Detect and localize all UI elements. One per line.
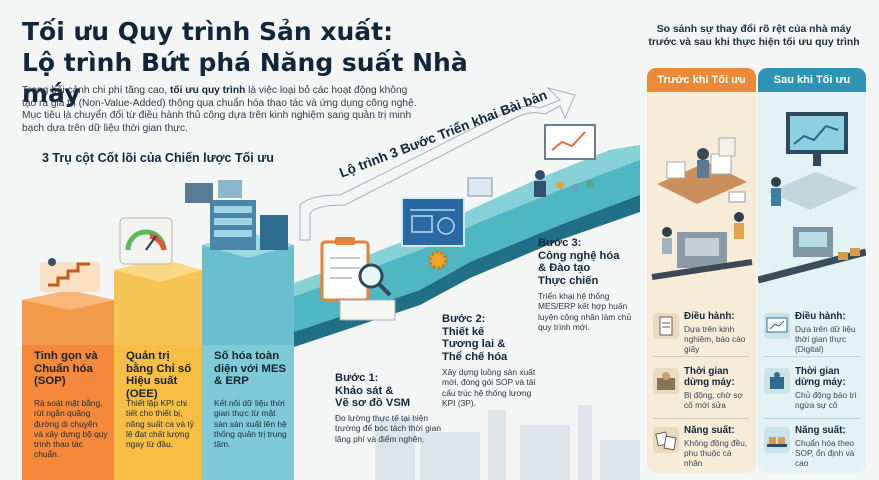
- pillar-title: Quản trị bằng Chỉ số Hiệu suất (OEE): [126, 350, 192, 400]
- training-presentation-icon: [467, 124, 596, 197]
- lean-stairs-icon: [40, 258, 100, 292]
- intro-highlight: tối ưu quy trình: [170, 85, 246, 96]
- title-line-2: Lộ trình Bứt phá Năng suất Nhà máy: [22, 48, 468, 108]
- step-3-title: Bước 3: Công nghệ hóa & Đào tạo Thực chi…: [538, 237, 638, 287]
- clipboard-paper-icon: [653, 313, 679, 339]
- conveyor-boxes-icon: [764, 427, 790, 453]
- comparison-heading: So sánh sự thay đổi rõ rệt của nhà máy t…: [648, 24, 860, 48]
- step-3-title-line: Bước 3:: [538, 237, 582, 249]
- pillar-desc: Rà soát mặt bằng, rút ngắn quãng đường d…: [34, 398, 108, 460]
- pillar-desc: Thiết lập KPI chi tiết cho thiết bị, năn…: [126, 398, 194, 450]
- comparison-value: Dựa trên dữ liệu thời gian thực (Digital…: [795, 324, 856, 355]
- row-divider: [653, 356, 749, 357]
- row-divider: [653, 418, 749, 419]
- pillar-desc: Kết nối dữ liệu thời gian thực từ mặt sà…: [214, 398, 287, 450]
- intro-text-1: Trong bối cảnh chi phí tăng cao,: [22, 85, 171, 96]
- comparison-label: Thời gian dừng máy:: [684, 366, 735, 388]
- monitor-chart-icon: [764, 313, 790, 339]
- mes-server-icon: [185, 180, 288, 250]
- step-1-title-line: Khảo sát &: [335, 384, 394, 397]
- comparison-value: Bị động, chờ sợ cố mới sửa: [684, 390, 743, 411]
- maintenance-robot-icon: [764, 368, 790, 394]
- step-2-title-line: Thiết kế: [442, 325, 485, 338]
- pillar-title: Tinh gọn và Chuẩn hóa (SOP): [34, 350, 98, 387]
- step-1-title-line: Vẽ sơ đồ VSM: [335, 397, 411, 410]
- step-2-title: Bước 2: Thiết kế Tương lai & Thể chế hóa: [442, 313, 542, 363]
- step-2-title-line: Tương lai &: [442, 338, 506, 351]
- pillar-oee: Quản trị bằng Chỉ số Hiệu suất (OEE) Thi…: [114, 345, 202, 480]
- step-2-title-line: Thể chế hóa: [442, 350, 508, 363]
- broken-machine-icon: [653, 368, 679, 394]
- roadmap-illustration: [22, 87, 640, 480]
- title-line-1: Tối ưu Quy trình Sản xuất:: [22, 17, 394, 46]
- step-1-title: Bước 1: Khảo sát & Vẽ sơ đồ VSM: [335, 372, 435, 410]
- comparison-value: Chủ động bảo trì ngừa sự cố: [795, 390, 857, 411]
- comparison-label: Điều hành:: [684, 311, 735, 322]
- after-column-header: Sau khi Tối ưu: [758, 68, 866, 92]
- pillar-title: Số hóa toàn diện với MES & ERP: [214, 350, 287, 387]
- step-3-title-line: Công nghệ hóa: [538, 249, 620, 262]
- pillars-heading: 3 Trụ cột Cốt lõi của Chiến lược Tối ưu: [42, 151, 274, 165]
- row-divider: [764, 356, 860, 357]
- comparison-label: Năng suất:: [684, 425, 735, 436]
- comparison-label: Điều hành:: [795, 311, 846, 322]
- step-3-desc: Triển khai hệ thống MES/ERP kết hợp huấn…: [538, 291, 632, 333]
- step-3-title-line: Thực chiến: [538, 274, 599, 287]
- pillar-mes-erp: Số hóa toàn diện với MES & ERP Kết nối d…: [202, 345, 294, 480]
- comparison-value: Dựa trên kinh nghiệm, báo cáo giấy: [684, 324, 746, 355]
- step-2-title-line: Bước 2:: [442, 313, 486, 325]
- step-1-title-line: Bước 1:: [335, 372, 379, 384]
- step-3-title-line: & Đào tạo: [538, 262, 591, 275]
- oee-gauge-icon: [119, 217, 173, 265]
- step-1-desc: Đo lường thực tế tại hiện trường để bóc …: [335, 413, 441, 444]
- after-column: Sau khi Tối ưu Điều hành: Dựa trên dữ li…: [758, 68, 866, 473]
- factory-silhouette: [375, 405, 640, 480]
- step-2-desc: Xây dựng luồng sản xuất mới, đóng gói SO…: [442, 367, 536, 409]
- before-factory-illustration: [647, 92, 756, 292]
- main-title: Tối ưu Quy trình Sản xuất: Lộ trình Bứt …: [22, 16, 492, 109]
- intro-paragraph: Trong bối cảnh chi phí tăng cao, tối ưu …: [22, 85, 417, 135]
- intro-text-2: là việc loại bỏ các hoạt động không tạo …: [22, 85, 417, 134]
- comparison-label: Năng suất:: [795, 425, 846, 436]
- before-column: Trước khi Tối ưu Điều hành: Dựa trên kin…: [647, 68, 756, 473]
- blueprint-gear-icon: [401, 197, 465, 270]
- vsm-clipboard-magnifier-icon: [320, 237, 396, 321]
- roadmap-arrow-outline: [299, 87, 576, 241]
- comparison-value: Không đồng đều, phụ thuộc cá nhân: [684, 438, 748, 469]
- before-column-header: Trước khi Tối ưu: [647, 68, 756, 92]
- row-divider: [764, 418, 860, 419]
- after-factory-illustration: [758, 92, 866, 292]
- comparison-label: Thời gian dừng máy:: [795, 366, 846, 388]
- scattered-papers-icon: [653, 427, 679, 453]
- pillar-sop: Tinh gọn và Chuẩn hóa (SOP) Rà soát mặt …: [22, 345, 114, 480]
- comparison-value: Chuẩn hóa theo SOP, ổn định và cao: [795, 438, 855, 469]
